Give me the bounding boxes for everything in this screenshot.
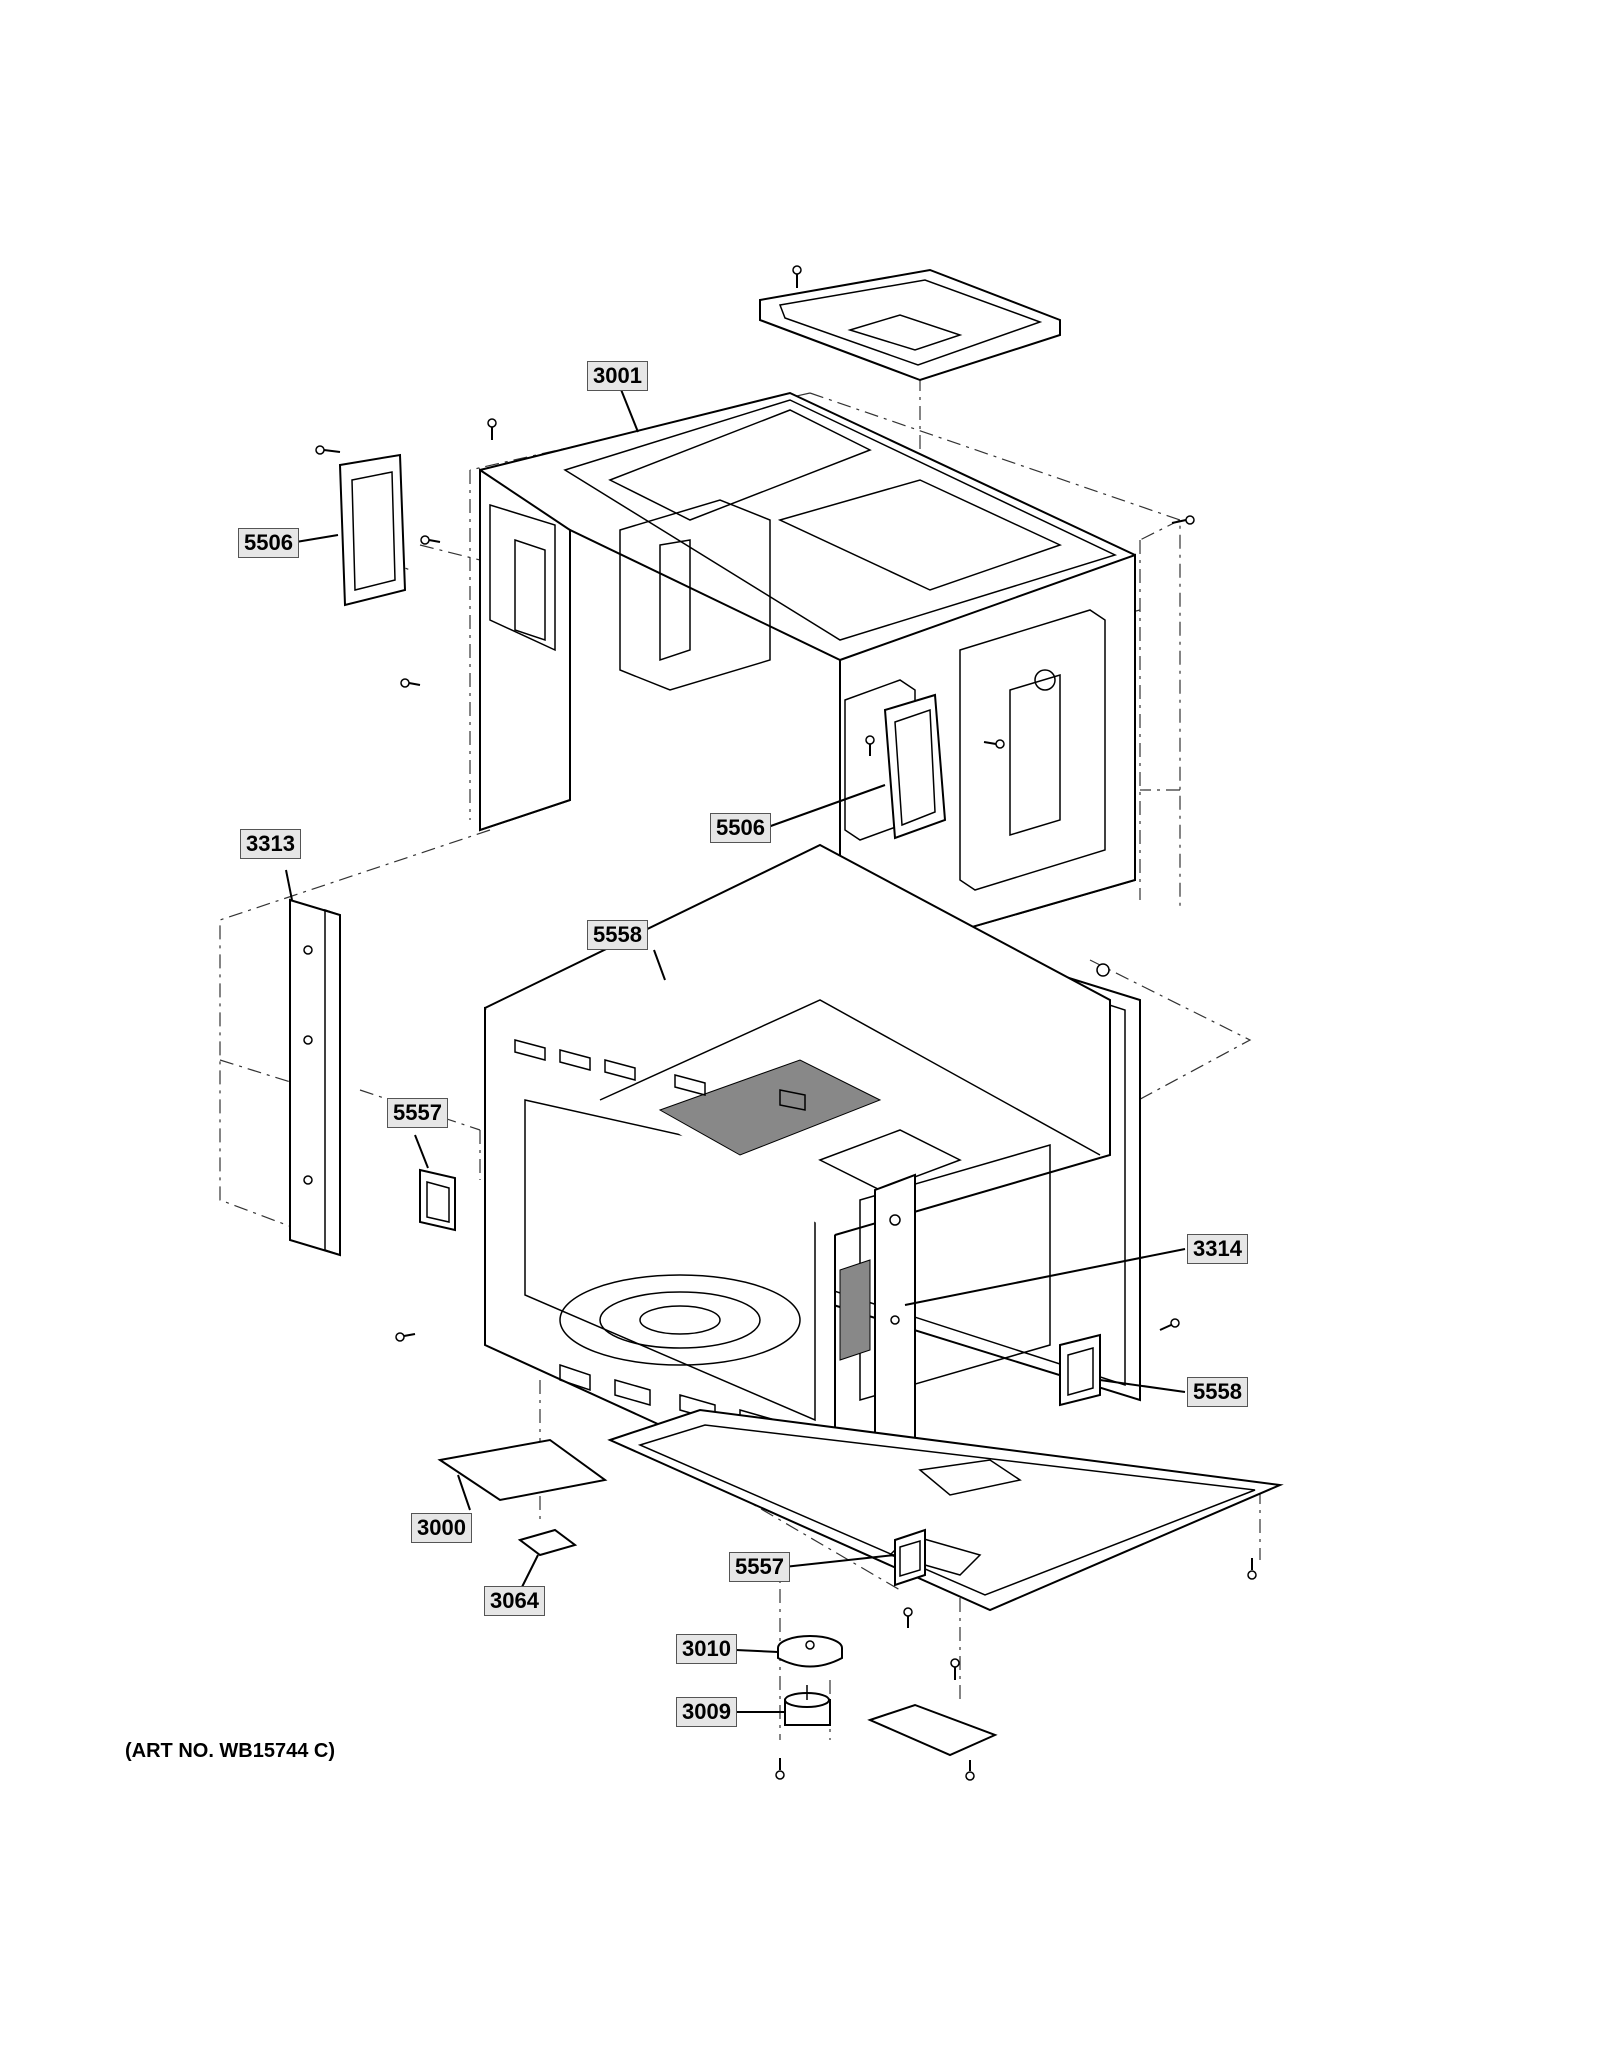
callout-3000: 3000	[411, 1513, 472, 1543]
turntable-coupling	[777, 1635, 843, 1668]
screws-bottom	[775, 1558, 1257, 1781]
hinge-bracket-lower	[894, 1528, 926, 1587]
hinge-bracket-lower-right	[1059, 1333, 1101, 1407]
side-bracket-left	[289, 898, 341, 1257]
top-cover-panel	[759, 268, 1061, 382]
cover-plate	[437, 1438, 608, 1502]
callout-5557-lower: 5557	[729, 1552, 790, 1582]
callout-5558-lower: 5558	[1187, 1377, 1248, 1407]
door-gasket-right	[883, 693, 947, 840]
oven-cavity	[484, 843, 1111, 1507]
bottom-plate	[607, 1408, 1284, 1612]
callout-5557-left: 5557	[387, 1098, 448, 1128]
hinge-bracket-left	[419, 1168, 456, 1232]
turntable-motor	[784, 1685, 831, 1726]
callout-3001: 3001	[587, 361, 648, 391]
callout-3313: 3313	[240, 829, 301, 859]
callout-3009: 3009	[676, 1697, 737, 1727]
callout-3064: 3064	[484, 1586, 545, 1616]
film-piece	[517, 1528, 578, 1557]
art-number: (ART NO. WB15744 C)	[125, 1740, 336, 1762]
access-cover-bottom	[867, 1703, 998, 1757]
screws-case	[315, 418, 1195, 1342]
callout-3010: 3010	[676, 1634, 737, 1664]
callout-5558-upper: 5558	[587, 920, 648, 950]
callout-5506-right: 5506	[710, 813, 771, 843]
screw-top	[792, 265, 802, 288]
door-gasket-left	[338, 453, 407, 607]
label-leaders	[285, 386, 1186, 1713]
callout-5506-left: 5506	[238, 528, 299, 558]
callout-3314: 3314	[1187, 1234, 1248, 1264]
